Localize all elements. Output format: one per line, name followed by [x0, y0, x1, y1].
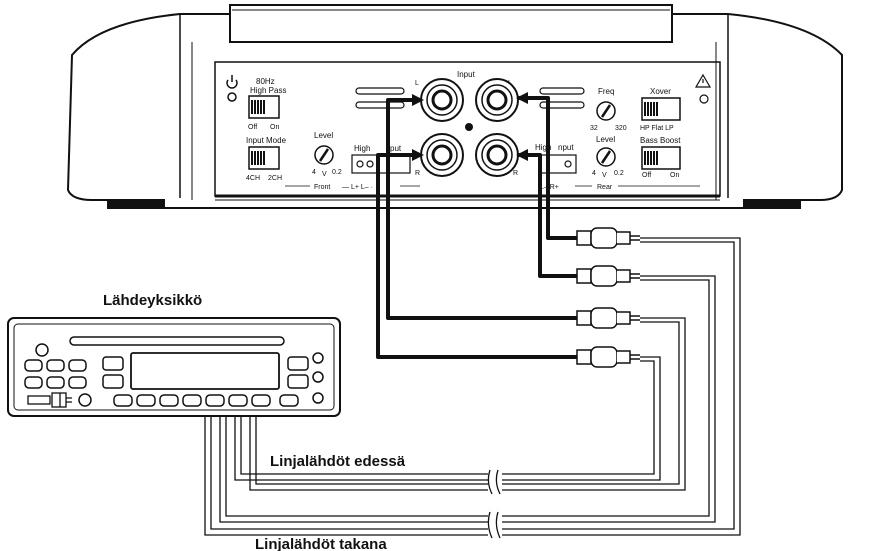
center-screw-icon: [465, 123, 473, 131]
rear-level-v: V: [602, 172, 607, 179]
front-terminals: — L+ L– ·: [342, 184, 373, 191]
front-level-max: 0.2: [332, 169, 342, 176]
xover-switch[interactable]: [641, 97, 681, 121]
warning-icon: [694, 73, 712, 104]
cable-break-marks: [487, 469, 502, 539]
rca-jack-front-r[interactable]: [420, 133, 464, 177]
rear-label: Rear: [597, 184, 613, 191]
rca-jack-rear-r[interactable]: [475, 133, 519, 177]
rear-jack-r-label: R: [513, 170, 518, 177]
cable-guides: [355, 87, 585, 109]
high-pass-switch[interactable]: [248, 95, 280, 119]
input-label: Input: [457, 70, 476, 79]
high-input-right-label2: nput: [558, 143, 574, 152]
bass-boost-off: Off: [642, 172, 651, 179]
high-pass-label: High Pass: [250, 86, 286, 95]
front-level-min: 4: [312, 169, 316, 176]
high-input-left-label2: put: [390, 144, 402, 153]
bass-boost-label: Bass Boost: [640, 136, 681, 145]
high-input-left-label: High: [354, 144, 370, 153]
mode-2ch: 2CH: [268, 175, 282, 182]
rca-plugs: [576, 227, 640, 368]
bass-boost-on: On: [670, 172, 679, 179]
rear-level-min: 4: [592, 170, 596, 177]
high-input-right-label: High: [535, 143, 551, 152]
rear-level-label: Level: [596, 135, 615, 144]
front-label: Front: [314, 184, 330, 191]
front-outputs-caption: Linjalähdöt edessä: [270, 453, 406, 470]
freq-min: 32: [590, 125, 598, 132]
source-unit-caption: Lähdeyksikkö: [103, 292, 202, 309]
rca-plug-4: [576, 346, 640, 368]
freq-label: Freq: [598, 87, 614, 96]
freq-knob[interactable]: [596, 101, 616, 121]
rca-jack-front-l[interactable]: [420, 78, 464, 122]
front-level-knob[interactable]: [314, 145, 334, 165]
cable-arrows: [412, 92, 528, 161]
rear-level-max: 0.2: [614, 170, 624, 177]
rca-plug-2: [576, 265, 640, 287]
front-level-v: V: [322, 171, 327, 178]
power-icon: [226, 75, 238, 102]
hz80-label: 80Hz: [256, 77, 275, 86]
mode-4ch: 4CH: [246, 175, 260, 182]
line-output-cables: [204, 237, 741, 536]
front-level-label: Level: [314, 131, 333, 140]
rca-plug-1: [576, 227, 640, 249]
amplifier-controls: 80Hz High Pass Off On Input Mode 4CH 2CH…: [226, 70, 712, 191]
input-mode-switch[interactable]: [248, 146, 280, 170]
rca-jack-rear-l[interactable]: [475, 78, 519, 122]
input-mode-label: Input Mode: [246, 136, 287, 145]
front-jack-l-label: L: [415, 80, 419, 87]
rca-cables: [376, 96, 577, 359]
high-pass-on: On: [270, 124, 279, 131]
rear-level-knob[interactable]: [596, 147, 616, 167]
high-pass-off: Off: [248, 124, 257, 131]
rca-plug-3: [576, 307, 640, 329]
freq-max: 320: [615, 125, 627, 132]
rear-outputs-caption: Linjalähdöt takana: [255, 536, 387, 551]
xover-modes: HP Flat LP: [640, 125, 674, 132]
head-unit: [7, 317, 341, 417]
xover-label: Xover: [650, 87, 671, 96]
front-jack-r-label: R: [415, 170, 420, 177]
bass-boost-switch[interactable]: [641, 146, 681, 170]
